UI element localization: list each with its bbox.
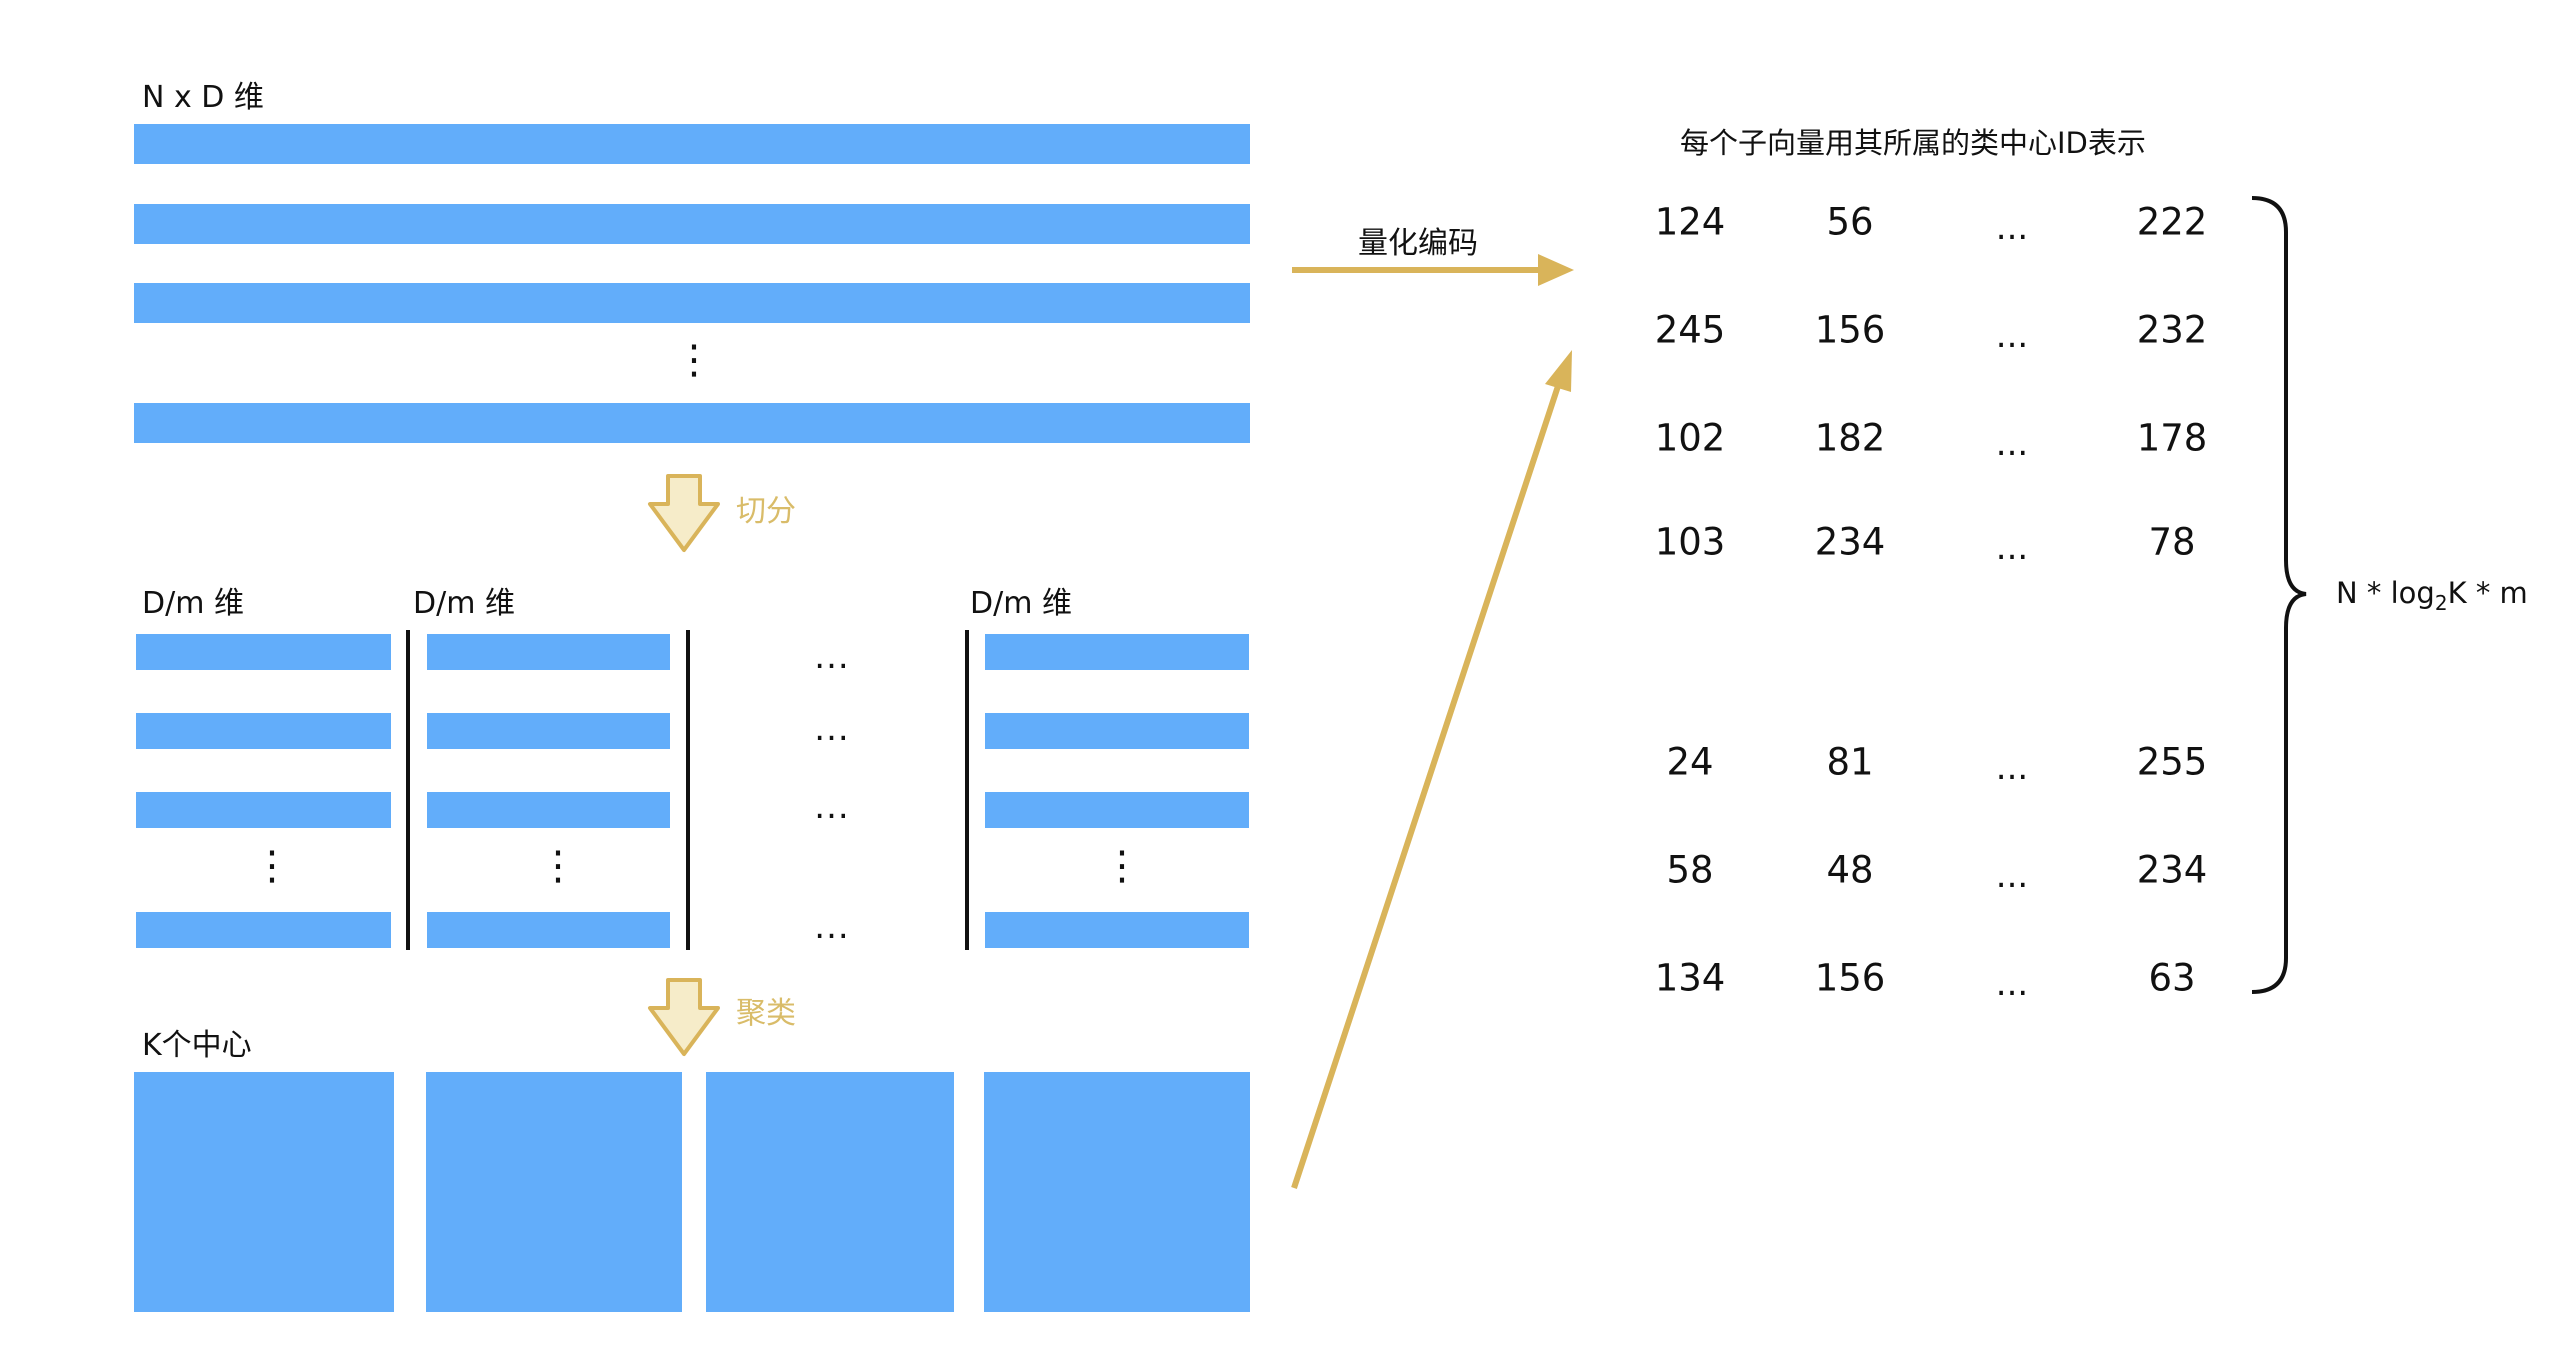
column-divider-3 — [965, 630, 969, 950]
c1-vertical-ellipsis: ⋮ — [252, 843, 292, 889]
code-cell: 255 — [2136, 740, 2208, 784]
sub-vector-c2-r1 — [427, 634, 670, 670]
right-brace-icon — [2251, 196, 2307, 994]
sub-vector-c2-r3 — [427, 792, 670, 828]
code-cell: 156 — [1814, 956, 1886, 1000]
cm-vertical-ellipsis: ⋮ — [1102, 843, 1142, 889]
code-cell: 56 — [1826, 200, 1874, 244]
sub-vector-cm-r3 — [985, 792, 1249, 828]
sub-dim-label-2: D/m 维 — [413, 586, 515, 621]
cluster-label: 聚类 — [736, 996, 796, 1031]
middle-ellipsis-2: ... — [814, 709, 850, 749]
code-cell: 48 — [1826, 848, 1874, 892]
centroid-block-4 — [984, 1072, 1250, 1312]
sub-vector-c1-rn — [136, 912, 391, 948]
k-centers-label: K个中心 — [142, 1028, 252, 1063]
sub-vector-c2-r2 — [427, 713, 670, 749]
column-divider-1 — [406, 630, 410, 950]
centroid-lookup-arrow-shaft — [1291, 379, 1563, 1189]
column-divider-2 — [686, 630, 690, 950]
code-cell: ... — [1995, 528, 2029, 568]
sub-vector-c2-rn — [427, 912, 670, 948]
code-cell: 102 — [1654, 416, 1726, 460]
vector-row-n — [134, 403, 1250, 443]
code-cell: 58 — [1666, 848, 1714, 892]
code-cell: ... — [1995, 748, 2029, 788]
code-cell: 63 — [2148, 956, 2196, 1000]
sub-vector-cm-r1 — [985, 634, 1249, 670]
vector-row-1 — [134, 124, 1250, 164]
code-cell: ... — [1995, 856, 2029, 896]
sub-dim-label-1: D/m 维 — [142, 586, 244, 621]
code-cell: 78 — [2148, 520, 2196, 564]
vector-row-2 — [134, 204, 1250, 244]
code-cell: 245 — [1654, 308, 1726, 352]
code-cell: 103 — [1654, 520, 1726, 564]
middle-ellipsis-4: ... — [814, 907, 850, 947]
vector-row-3 — [134, 283, 1250, 323]
code-cell: 178 — [2136, 416, 2208, 460]
size-expression-prefix: N * log — [2336, 576, 2435, 610]
code-cell: 134 — [1654, 956, 1726, 1000]
middle-ellipsis-3: ... — [814, 787, 850, 827]
code-cell: 232 — [2136, 308, 2208, 352]
sub-vector-c1-r1 — [136, 634, 391, 670]
rows-vertical-ellipsis: ⋮ — [674, 337, 714, 383]
code-cell: 24 — [1666, 740, 1714, 784]
encode-label: 量化编码 — [1358, 226, 1478, 261]
code-cell: 156 — [1814, 308, 1886, 352]
centroid-lookup-arrow-head-icon — [1545, 350, 1572, 392]
encode-arrow-head-icon — [1538, 254, 1574, 286]
size-expression-suffix: K * m — [2447, 576, 2528, 610]
code-cell: 234 — [2136, 848, 2208, 892]
middle-ellipsis-1: ... — [814, 637, 850, 677]
sub-dim-label-m: D/m 维 — [970, 586, 1072, 621]
size-expression-subscript: 2 — [2434, 590, 2448, 615]
split-down-arrow-icon — [648, 474, 720, 552]
c2-vertical-ellipsis: ⋮ — [538, 843, 578, 889]
code-cell: 81 — [1826, 740, 1874, 784]
cluster-down-arrow-icon — [648, 978, 720, 1056]
code-cell: 234 — [1814, 520, 1886, 564]
code-cell: 182 — [1814, 416, 1886, 460]
centroid-block-3 — [706, 1072, 954, 1312]
split-label: 切分 — [736, 494, 796, 529]
size-expression: N * log2K * m — [2336, 576, 2528, 615]
code-table-title: 每个子向量用其所属的类中心ID表示 — [1680, 126, 2146, 160]
centroid-block-2 — [426, 1072, 682, 1312]
centroid-block-1 — [134, 1072, 394, 1312]
code-cell: ... — [1995, 424, 2029, 464]
code-cell: 222 — [2136, 200, 2208, 244]
sub-vector-cm-rn — [985, 912, 1249, 948]
full-matrix-label: N x D 维 — [142, 80, 264, 115]
sub-vector-cm-r2 — [985, 713, 1249, 749]
sub-vector-c1-r2 — [136, 713, 391, 749]
code-cell: ... — [1995, 208, 2029, 248]
sub-vector-c1-r3 — [136, 792, 391, 828]
code-cell: 124 — [1654, 200, 1726, 244]
code-cell: ... — [1995, 964, 2029, 1004]
code-cell: ... — [1995, 316, 2029, 356]
